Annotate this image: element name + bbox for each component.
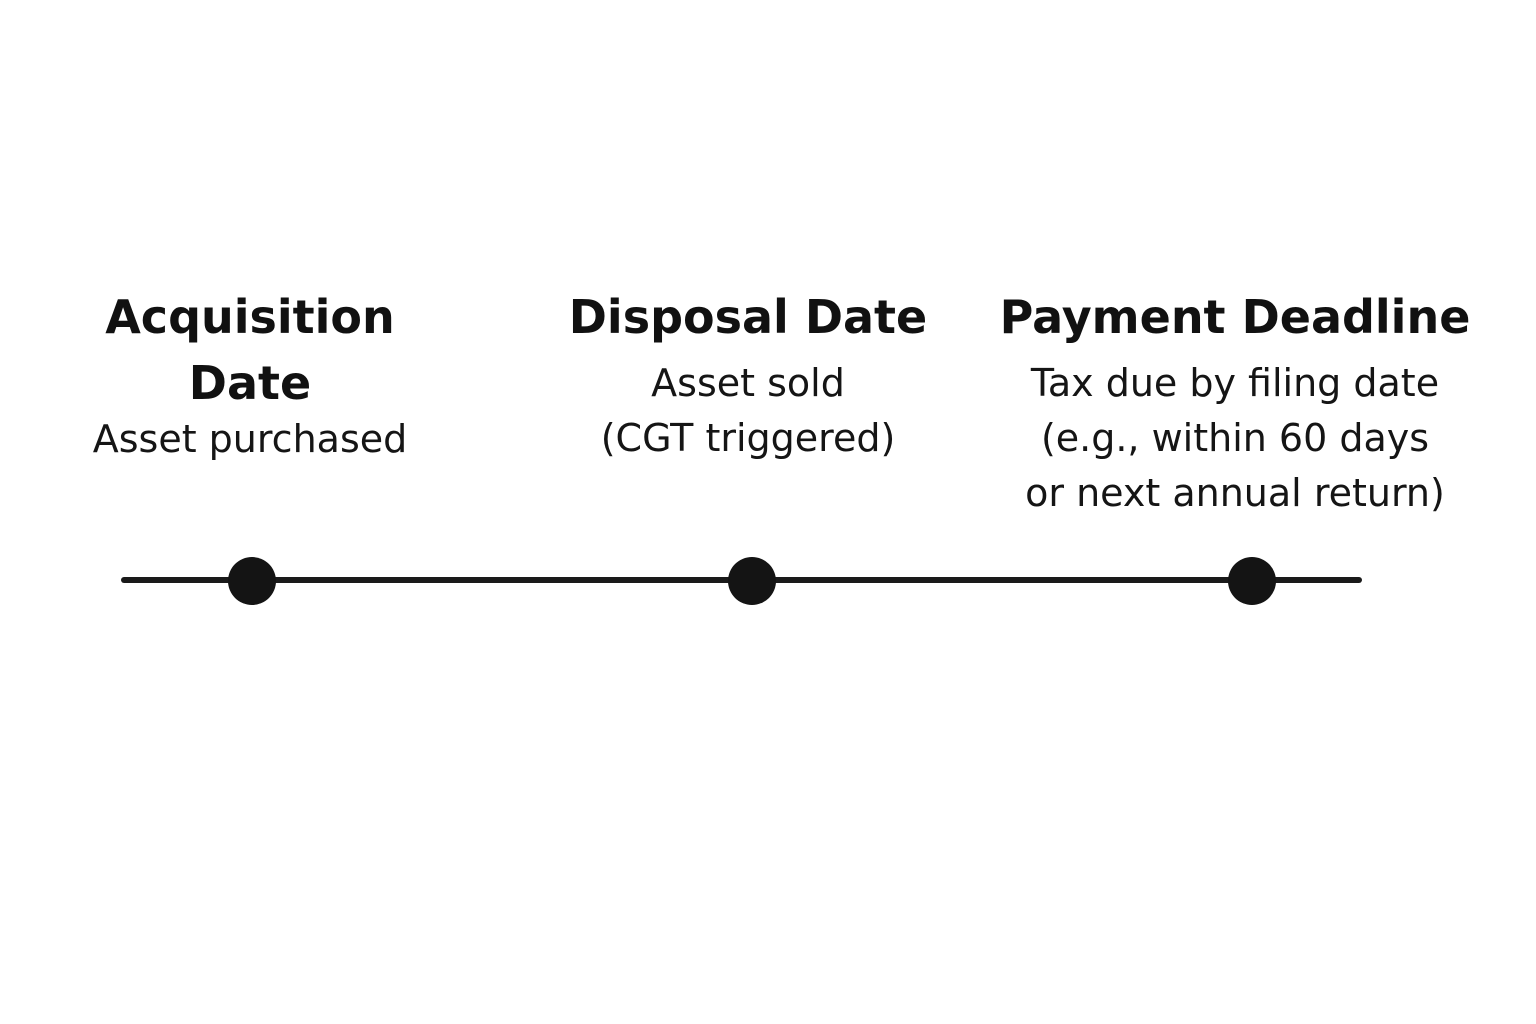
milestone-acquisition: Acquisition Date Asset purchased [60,284,440,467]
milestone-description-line: Tax due by filing date [1030,361,1440,405]
timeline-dot-disposal [728,557,776,605]
milestone-title-line: Payment Deadline [999,290,1471,344]
milestone-description: Asset purchased [60,412,440,467]
milestone-description-line: (CGT triggered) [600,416,896,460]
timeline-dot-payment [1228,557,1276,605]
milestone-description-line: or next annual return) [1025,471,1445,515]
milestone-title-line: Acquisition [105,290,395,344]
milestone-title: Payment Deadline [990,284,1480,350]
milestone-description: Asset sold (CGT triggered) [548,356,948,466]
milestone-description: Tax due by filing date (e.g., within 60 … [990,356,1480,521]
milestone-title-line: Disposal Date [568,290,928,344]
milestone-title: Acquisition Date [60,284,440,416]
milestone-title-line: Date [188,356,312,410]
milestone-description-line: Asset purchased [92,417,408,461]
milestone-payment: Payment Deadline Tax due by filing date … [990,284,1480,521]
timeline-dot-acquisition [228,557,276,605]
milestone-title: Disposal Date [548,284,948,350]
milestone-description-line: (e.g., within 60 days [1040,416,1430,460]
milestone-disposal: Disposal Date Asset sold (CGT triggered) [548,284,948,466]
milestone-description-line: Asset sold [651,361,845,405]
